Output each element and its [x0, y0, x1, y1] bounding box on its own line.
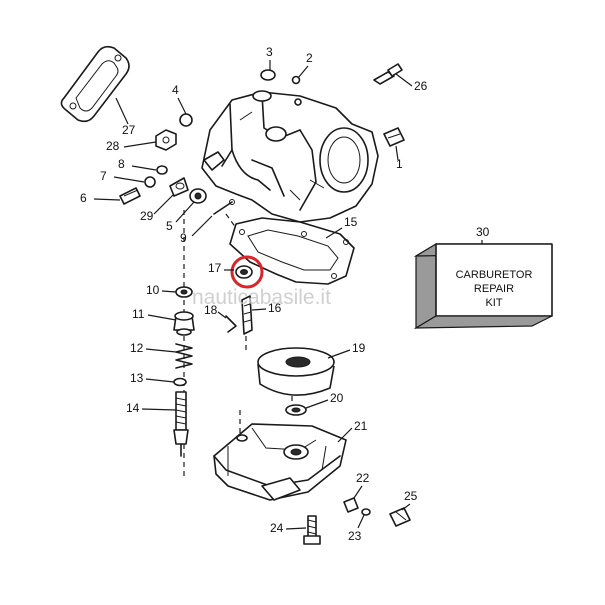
- leader-line-27: [115, 97, 129, 125]
- leader-line-24: [285, 527, 307, 530]
- part-number-labels: 1234567891011121314151617181920212223242…: [80, 45, 490, 543]
- part-number-label-23: 23: [348, 529, 362, 543]
- part-number-label-18: 18: [204, 303, 218, 317]
- screw-part-6: [119, 187, 141, 205]
- leader-line-7: [113, 176, 145, 183]
- leader-line-18: [217, 311, 227, 319]
- part-number-label-26: 26: [414, 79, 428, 93]
- leader-line-8: [131, 165, 157, 171]
- leader-line-6: [93, 198, 121, 201]
- float-pin-part-18: [225, 315, 237, 333]
- part-number-label-27: 27: [122, 123, 136, 137]
- part-number-label-14: 14: [126, 401, 140, 415]
- plug-part-4: [179, 113, 193, 127]
- nozzle-part-11: [173, 311, 195, 336]
- pin-part-9: [213, 199, 235, 215]
- part-number-label-25: 25: [404, 489, 418, 503]
- leader-line-9: [191, 215, 213, 237]
- part-number-label-3: 3: [266, 45, 273, 59]
- part-number-label-15: 15: [344, 215, 358, 229]
- part-number-label-11: 11: [132, 307, 145, 321]
- repair-kit-box: [413, 242, 553, 330]
- part-number-label-28: 28: [106, 139, 120, 153]
- leader-line-19: [327, 349, 351, 359]
- part-number-label-2: 2: [306, 51, 313, 65]
- bowl-gasket: [229, 217, 355, 285]
- plug-part-3: [260, 69, 276, 81]
- leader-line-25: [401, 503, 411, 511]
- leader-line-4: [177, 97, 187, 115]
- float-bowl-part-21: [213, 423, 347, 501]
- leader-line-16: [251, 308, 267, 311]
- screw-part-1: [383, 127, 405, 147]
- washer-part-10: [175, 286, 193, 298]
- part-number-label-13: 13: [130, 371, 144, 385]
- leader-line-13: [145, 378, 175, 383]
- part-number-label-9: 9: [180, 231, 187, 245]
- leader-line-10: [161, 290, 177, 293]
- leader-line-29: [153, 193, 175, 215]
- watermark: nauticabasile.it: [192, 286, 331, 309]
- float-valve-seat-part-17: [235, 265, 253, 279]
- screw-part-24: [303, 515, 321, 545]
- leader-line-1: [395, 145, 399, 161]
- part-number-label-29: 29: [140, 209, 154, 223]
- part-number-label-12: 12: [130, 341, 144, 355]
- screw-part-2: [291, 75, 301, 85]
- carburetor-upper-body: [201, 90, 379, 223]
- part-number-label-4: 4: [172, 83, 179, 97]
- kit-label-line-3: KIT: [485, 297, 502, 309]
- leader-line-28: [123, 141, 157, 148]
- leader-line-21: [337, 427, 353, 443]
- part-number-label-8: 8: [118, 157, 125, 171]
- plug-part-25: [389, 507, 411, 527]
- needle-screw-part-14: [173, 391, 189, 457]
- leader-line-2: [297, 65, 309, 79]
- screw-part-22: [343, 497, 359, 513]
- part-number-label-17: 17: [208, 261, 222, 275]
- leader-line-20: [305, 399, 329, 409]
- part-number-label-22: 22: [356, 471, 370, 485]
- part-number-label-7: 7: [100, 169, 107, 183]
- highlight-circle: [230, 255, 264, 289]
- part-number-label-24: 24: [270, 521, 284, 535]
- fitting-part-26: [373, 63, 403, 85]
- needle-valve-part-16: [241, 295, 253, 335]
- part-number-label-19: 19: [352, 341, 366, 355]
- fitting-part-29: [169, 177, 189, 197]
- washer-part-20: [285, 404, 307, 416]
- part-number-label-10: 10: [146, 283, 160, 297]
- leader-line-11: [147, 314, 177, 321]
- gasket-flange: [60, 45, 130, 123]
- washer-part-23: [361, 508, 371, 516]
- part-number-label-21: 21: [354, 419, 368, 433]
- leader-line-12: [145, 348, 177, 353]
- part-number-label-16: 16: [268, 301, 282, 315]
- washer-part-8: [156, 165, 168, 175]
- part-number-label-30: 30: [476, 225, 490, 239]
- part-number-label-1: 1: [396, 157, 403, 171]
- leader-line-5: [175, 201, 195, 223]
- leader-line-26: [395, 73, 413, 87]
- washer-part-7: [144, 176, 156, 188]
- float-part-19: [257, 347, 335, 396]
- spring-part-12: [175, 343, 193, 369]
- nut-part-28: [155, 129, 177, 151]
- part-number-label-20: 20: [330, 391, 344, 405]
- leader-line-23: [357, 514, 365, 529]
- kit-label-line-1: CARBURETOR: [456, 269, 533, 281]
- leader-line-14: [141, 408, 177, 411]
- kit-label-line-2: REPAIR: [474, 283, 514, 295]
- plug-part-5: [189, 188, 207, 204]
- leader-line-15: [325, 227, 343, 239]
- leader-lines: [93, 60, 483, 530]
- part-number-label-5: 5: [166, 219, 173, 233]
- leader-line-22: [353, 485, 363, 499]
- part-number-label-6: 6: [80, 191, 87, 205]
- washer-part-13: [173, 377, 187, 387]
